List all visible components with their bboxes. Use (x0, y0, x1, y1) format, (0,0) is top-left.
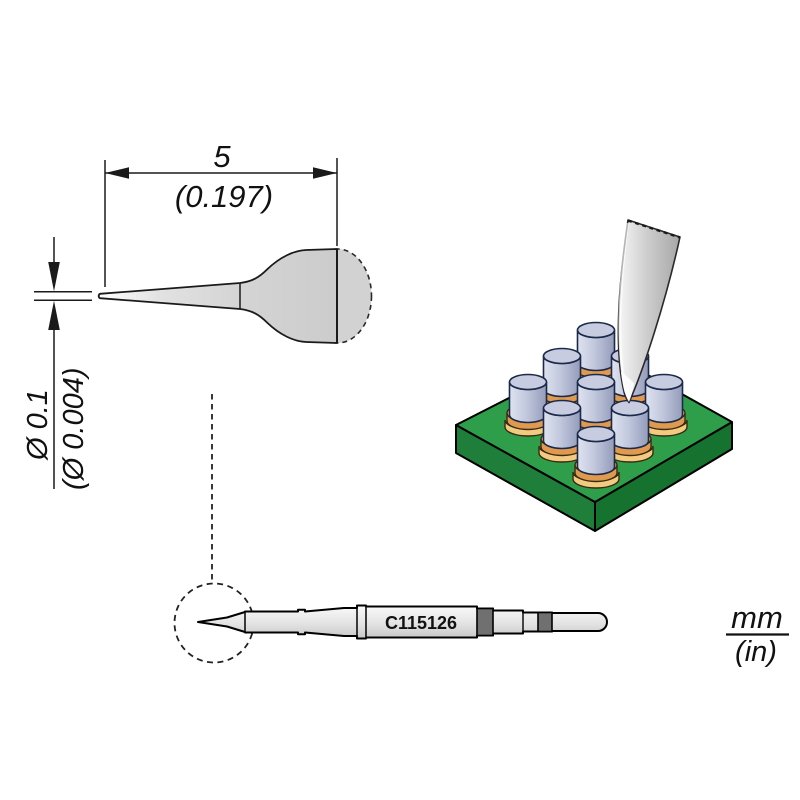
diameter-dim-mm-label: Ø 0.1 (22, 389, 54, 461)
part-number-label: C115126 (385, 613, 457, 633)
component-front (572, 425, 620, 489)
cone-break-edge (627, 219, 681, 239)
arrowhead-up (48, 300, 60, 330)
diameter-dim-in-label: (Ø 0.004) (58, 368, 90, 491)
cone-tip-highlight (620, 372, 635, 402)
diameter-dimension: Ø 0.1 (Ø 0.004) (22, 237, 92, 490)
arrowhead-right (313, 167, 337, 179)
soldering-tip-cone (617, 219, 681, 404)
cartridge-dark-band-large (476, 607, 494, 637)
units-in-label: (in) (735, 636, 777, 668)
tip-profile-outline (97, 248, 338, 344)
length-dimension: 5 (0.197) (104, 139, 338, 287)
length-dim-mm-label: 5 (213, 139, 231, 174)
tip-detail-view: 5 (0.197) Ø 0.1 (Ø 0.004) (22, 139, 373, 490)
cartridge-dark-band-small (537, 611, 553, 633)
arrowhead-left (105, 167, 129, 179)
units-legend: mm (in) (726, 600, 789, 668)
length-dim-in-label: (0.197) (175, 179, 273, 214)
units-mm-label: mm (731, 600, 783, 635)
pcb-illustration (455, 219, 733, 532)
cartridge-side-view: C115126 (173, 394, 608, 664)
arrowhead-down (48, 262, 60, 292)
